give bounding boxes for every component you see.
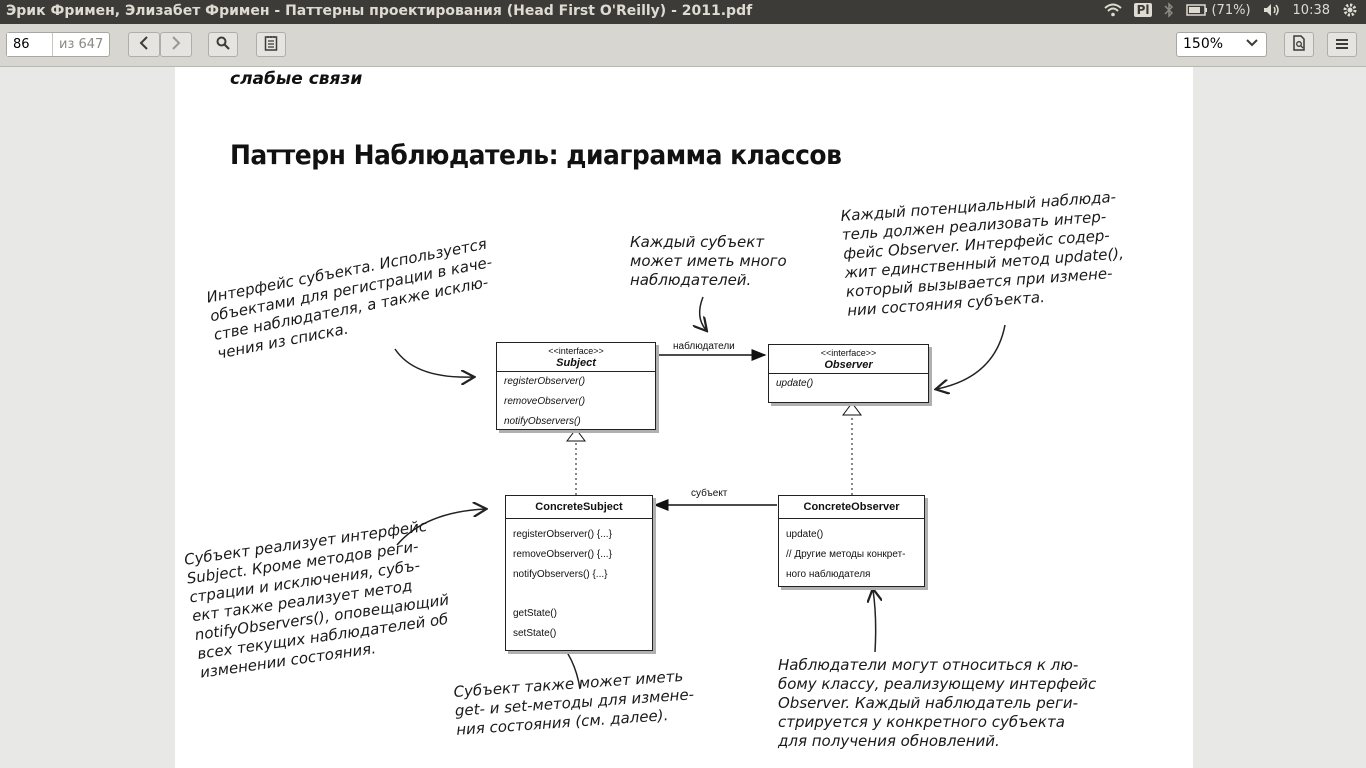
- battery-icon: [1186, 4, 1208, 16]
- previous-page-button[interactable]: [128, 32, 160, 57]
- keyboard-layout-indicator[interactable]: Pl: [1133, 3, 1153, 17]
- concrete-subject-box: ConcreteSubject registerObserver() {...}…: [505, 495, 653, 651]
- concrete-observer-box: ConcreteObserver update() // Другие мето…: [778, 495, 925, 587]
- observer-box-header: <<interface>> Observer: [769, 345, 928, 374]
- method-item: registerObserver(): [504, 376, 586, 387]
- search-icon: [216, 35, 230, 54]
- document-icon: [1292, 34, 1306, 55]
- volume-icon[interactable]: [1263, 3, 1281, 17]
- window-title: Эрик Фримен, Элизабет Фримен - Паттерны …: [6, 3, 753, 19]
- class-name: ConcreteSubject: [535, 501, 623, 513]
- method-item: update(): [776, 378, 814, 389]
- bluetooth-icon[interactable]: [1164, 2, 1174, 18]
- chevron-right-icon: [171, 35, 181, 54]
- method-item: removeObserver() {...}: [513, 549, 612, 560]
- menu-button[interactable]: [1327, 32, 1357, 57]
- note-observer-interface: Каждый потенциальный наблюда- тель долже…: [840, 187, 1125, 320]
- zoom-value: 150%: [1183, 36, 1224, 52]
- concrete-subject-header: ConcreteSubject: [506, 496, 652, 519]
- wifi-icon[interactable]: [1103, 3, 1122, 17]
- subject-box-header: <<interface>> Subject: [497, 343, 655, 372]
- association-label-subject: субъект: [691, 488, 728, 499]
- method-item: getState(): [513, 608, 557, 619]
- method-item: ного наблюдателя: [786, 569, 871, 580]
- method-item: removeObserver(): [504, 396, 586, 407]
- method-item: setState(): [513, 628, 557, 639]
- concrete-observer-header: ConcreteObserver: [779, 496, 924, 519]
- note-concrete-subject: Субъект реализует интерфейс Subject. Кро…: [183, 516, 451, 682]
- section-label: слабые связи: [230, 69, 363, 89]
- system-tray: Pl (71%) 10:38: [1103, 2, 1358, 18]
- clock[interactable]: 10:38: [1292, 2, 1330, 18]
- battery-indicator[interactable]: (71%): [1186, 2, 1251, 18]
- annotations-button[interactable]: [256, 32, 286, 57]
- page-heading: Паттерн Наблюдатель: диаграмма классов: [230, 139, 842, 171]
- pdf-page: слабые связи Паттерн Наблюдатель: диагра…: [175, 67, 1193, 768]
- battery-percent: (71%): [1211, 2, 1251, 18]
- note-concrete-observer: Наблюдатели могут относиться к лю- бому …: [778, 656, 1097, 750]
- method-item: notifyObservers(): [504, 416, 581, 427]
- page-number-input[interactable]: [7, 33, 53, 56]
- method-item: // Другие методы конкрет-: [786, 549, 906, 560]
- top-panel: Эрик Фримен, Элизабет Фримен - Паттерны …: [0, 0, 1366, 24]
- method-item: update(): [786, 529, 824, 540]
- association-label-observers: наблюдатели: [673, 341, 735, 352]
- subject-interface-box: <<interface>> Subject registerObserver()…: [496, 342, 656, 430]
- class-name: ConcreteObserver: [803, 501, 900, 513]
- next-page-button[interactable]: [160, 32, 192, 57]
- class-name: Observer: [824, 359, 873, 371]
- annotations-icon: [264, 35, 278, 55]
- zoom-select[interactable]: 150%: [1176, 32, 1267, 57]
- menu-icon: [1335, 35, 1349, 54]
- gear-icon[interactable]: [1342, 2, 1358, 18]
- chevron-left-icon: [139, 35, 149, 54]
- page-total-label: из 647: [59, 37, 104, 52]
- search-button[interactable]: [208, 32, 238, 57]
- method-list: update() // Другие методы конкрет- ного …: [779, 519, 924, 585]
- stereotype-label: <<interface>>: [548, 346, 604, 356]
- method-item: notifyObservers() {...}: [513, 569, 608, 580]
- page-selector: из 647: [6, 32, 110, 57]
- note-subject-interface: Интерфейс субъекта. Используется объекта…: [205, 234, 494, 363]
- method-list: registerObserver() {...} removeObserver(…: [506, 519, 652, 644]
- class-name: Subject: [556, 357, 596, 369]
- note-many-observers: Каждый субъект может иметь много наблюда…: [630, 233, 787, 289]
- document-properties-button[interactable]: [1284, 32, 1314, 57]
- method-item: registerObserver() {...}: [513, 529, 612, 540]
- method-spacer: [506, 585, 652, 604]
- note-get-set-methods: Субъект также может иметь get- и set-мет…: [453, 666, 695, 739]
- viewer-toolbar: из 647 150%: [0, 24, 1366, 67]
- observer-interface-box: <<interface>> Observer update(): [768, 344, 929, 403]
- stereotype-label: <<interface>>: [820, 348, 877, 358]
